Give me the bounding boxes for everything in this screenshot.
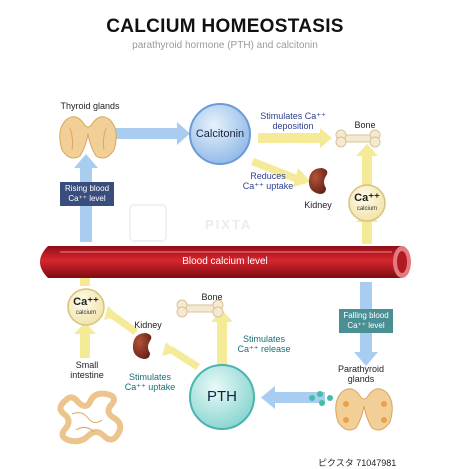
falling-level-box: Falling blood Ca⁺⁺ level (339, 309, 393, 333)
calcitonin-label: Calcitonin (195, 128, 245, 140)
calcium-right-symbol: Ca⁺⁺ (354, 192, 380, 204)
kidney-top-label: Kidney (304, 200, 332, 210)
bone-icon-top (335, 129, 381, 148)
page-title: CALCIUM HOMEOSTASIS (106, 16, 344, 37)
bone-top-label: Bone (354, 120, 376, 130)
kidney-icon-bottom (132, 333, 152, 359)
calcitonin-circle (189, 103, 251, 165)
stimulates-release-label: Stimulates Ca⁺⁺ release (237, 334, 291, 354)
pth-circle (189, 364, 255, 430)
footer-id: ピクスタ 71047981 (318, 458, 397, 468)
pth-label: PTH (207, 388, 237, 405)
thyroid-gland-icon (59, 116, 117, 159)
bone-bottom-label: Bone (201, 292, 223, 302)
reduces-uptake-label: Reduces Ca⁺⁺ uptake (242, 171, 294, 191)
thyroid-glands-label: Thyroid glands (60, 101, 120, 111)
rising-level-box: Rising blood Ca⁺⁺ level (60, 182, 114, 206)
calcium-node-left (67, 288, 105, 326)
calcium-left-word: calcium (75, 310, 97, 316)
blood-vessel (40, 246, 411, 278)
blood-calcium-level-label: Blood calcium level (182, 256, 268, 267)
watermark-logo-icon (129, 204, 167, 242)
kidney-bottom-label: Kidney (134, 320, 162, 330)
page-subtitle: parathyroid hormone (PTH) and calcitonin (132, 40, 318, 51)
watermark-text: PIXTA (205, 217, 253, 232)
stimulates-deposition-label: Stimulates Ca⁺⁺ deposition (260, 111, 326, 131)
small-intestine-detail-icon (71, 412, 103, 433)
stimulates-uptake-label: Stimulates Ca⁺⁺ uptake (124, 372, 176, 392)
small-intestine-icon (57, 390, 124, 445)
yellow-arrows (74, 128, 378, 370)
bone-icon-bottom (176, 299, 224, 318)
calcium-left-symbol: Ca⁺⁺ (73, 296, 99, 308)
small-intestine-label: Small intestine (70, 360, 104, 380)
calcium-node-right (348, 184, 386, 222)
parathyroid-glands-label: Parathyroid glands (337, 364, 385, 384)
pth-particles-icon (309, 391, 333, 406)
calcium-right-word: calcium (356, 206, 378, 212)
parathyroid-gland-icon (335, 388, 393, 431)
kidney-icon-top (308, 168, 328, 194)
